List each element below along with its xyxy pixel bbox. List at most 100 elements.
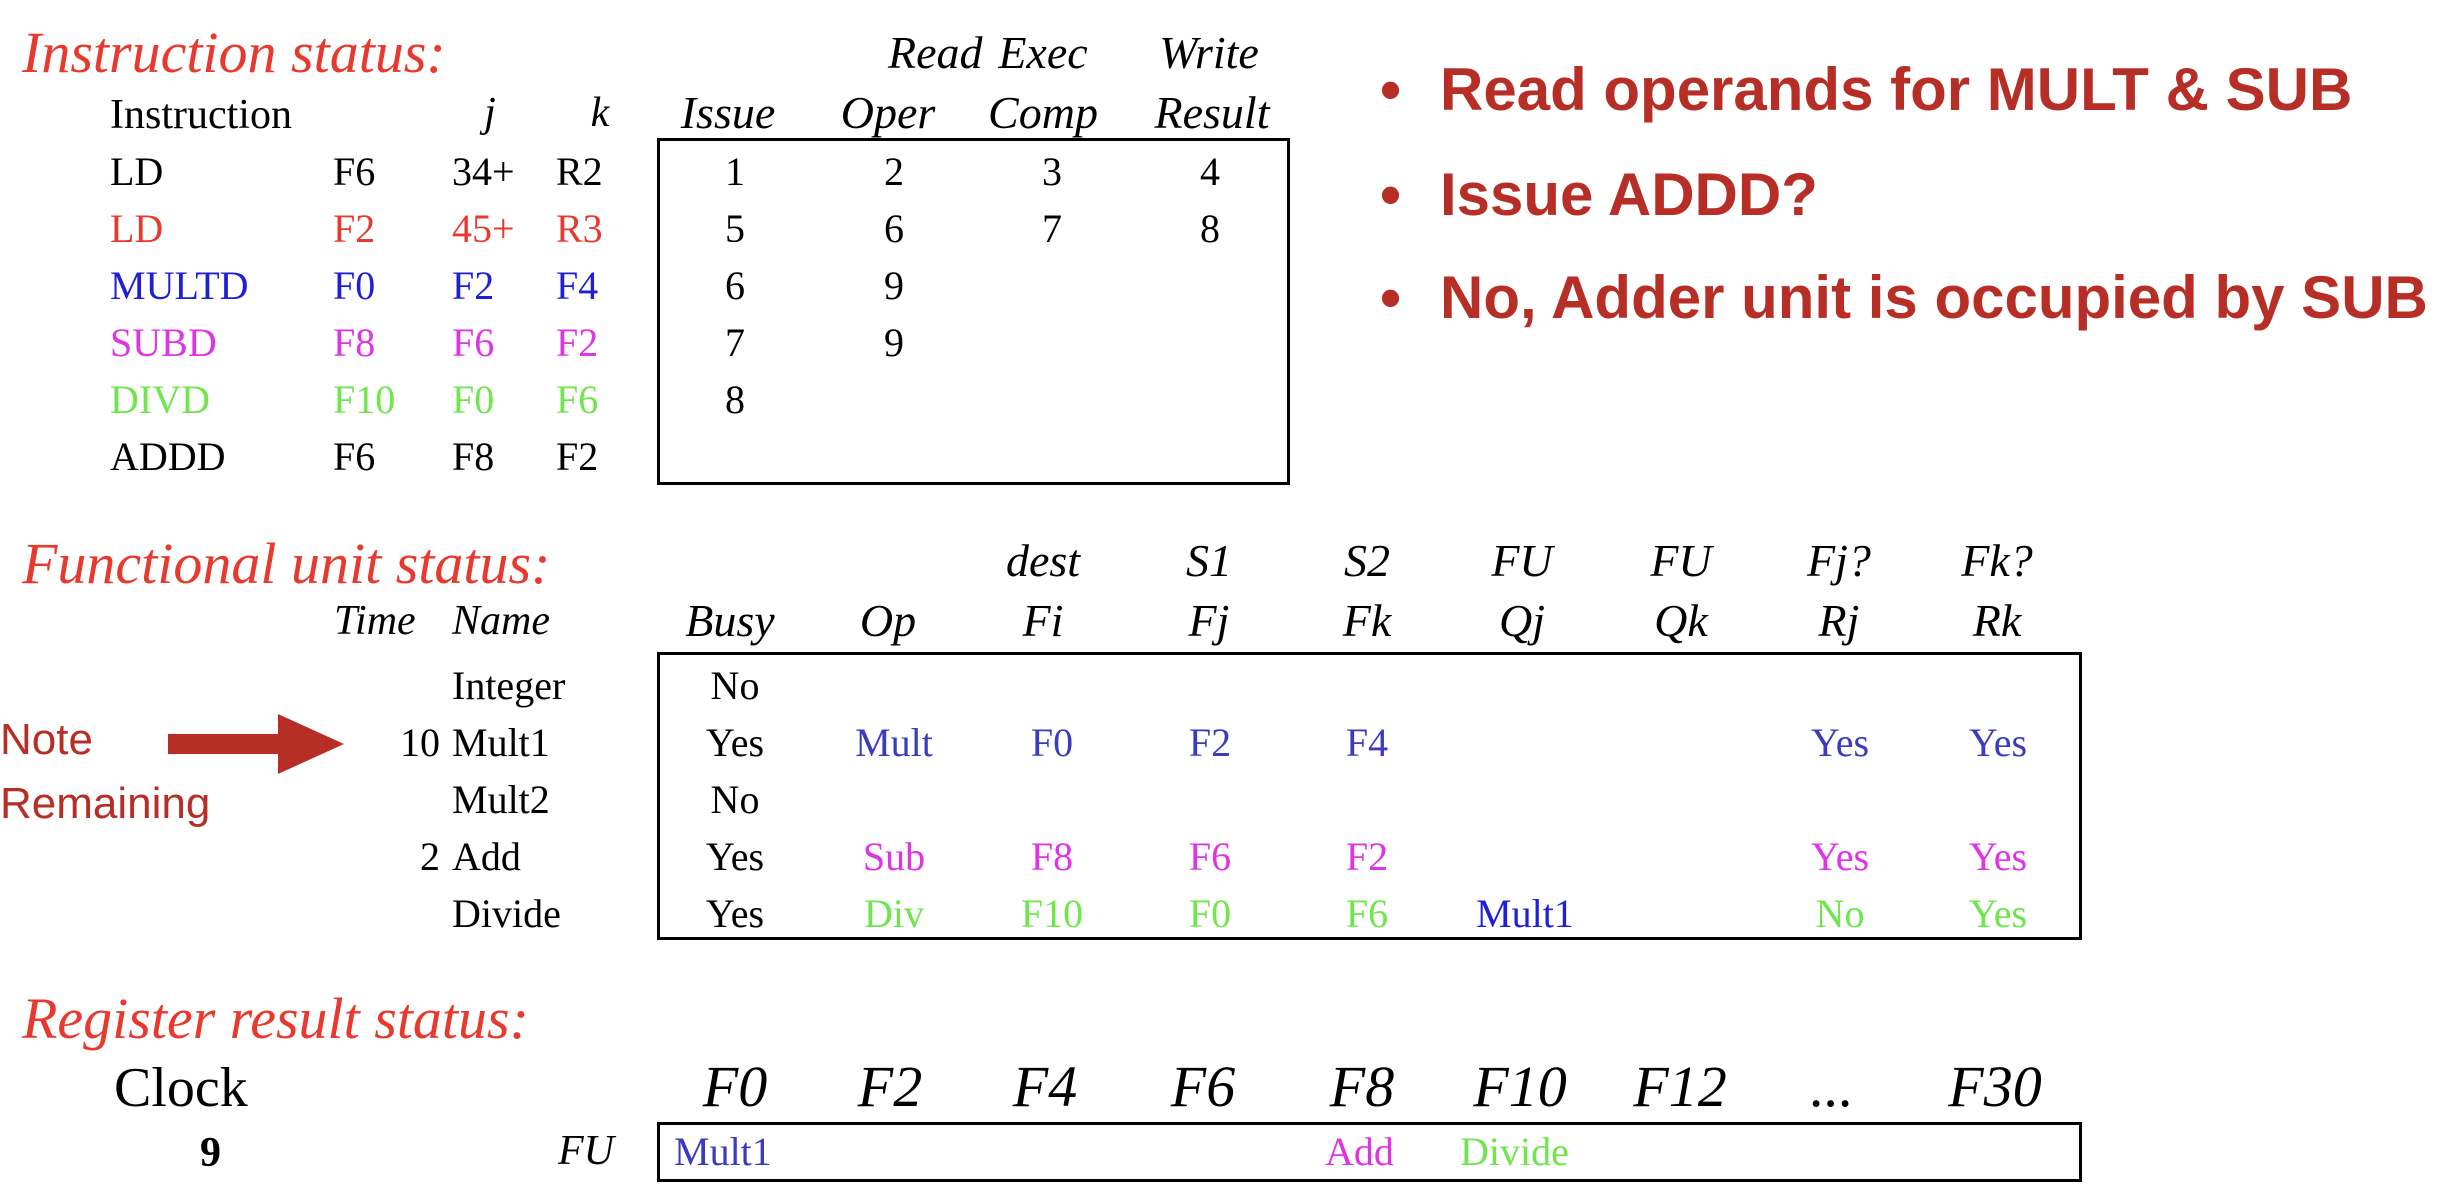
functional-unit-box [657,652,2082,940]
header-read-top: Read [888,27,983,78]
header-exec-bottom: Comp [988,87,1098,138]
instruction-k: F4 [556,263,599,308]
fu-rk: Yes [1968,720,2028,765]
bullet-item: •Issue ADDD? [1380,165,1818,225]
register-header: F4 [1012,1054,1078,1119]
instruction-issue: 6 [725,263,745,308]
fu-header-fj: Fj [1188,595,1230,646]
fu-header-op: Op [859,595,917,646]
instruction-k: F2 [556,320,599,365]
instruction-j: F8 [452,434,495,479]
instruction-k: R2 [556,149,603,194]
instruction-read: 6 [884,206,904,251]
instruction-k: F2 [556,434,599,479]
right-arrow-icon [168,714,344,774]
fu-time: 10 [400,720,440,765]
fu-fi: F0 [1030,720,1074,765]
instruction-read: 9 [884,263,904,308]
fu-op: Mult [855,720,933,765]
header-write-bottom: Result [1154,87,1270,138]
instruction-j: 34+ [452,149,515,194]
register-header: F30 [1948,1054,2042,1119]
fu-fi: F10 [1020,891,1084,936]
fu-header-fk: Fk [1342,595,1392,646]
fu-op: Sub [862,834,926,879]
bullet-text: Read operands for MULT & SUB [1440,56,2353,123]
fu-header-name: Name [452,598,550,644]
register-header: F6 [1170,1054,1236,1119]
instruction-issue: 8 [725,377,745,422]
register-result-box [657,1122,2082,1182]
register-header: F0 [702,1054,768,1119]
instruction-dest: F0 [333,263,376,308]
fu-fj: F2 [1188,720,1232,765]
fu-name: Integer [452,663,566,708]
instruction-issue: 1 [725,149,745,194]
instruction-dest: F6 [333,149,376,194]
instruction-op: DIVD [110,377,210,422]
instruction-k: F6 [556,377,599,422]
fu-header-fi: Fi [1022,595,1064,646]
bullet-text: No, Adder unit is occupied by SUB [1440,264,2428,331]
fu-header-top-fj: S1 [1186,535,1232,586]
instruction-read: 9 [884,320,904,365]
note-remaining-label: Remaining [0,779,211,828]
fu-busy: Yes [705,720,765,765]
fu-header-qj: Qj [1499,595,1545,646]
fu-header-top-rk: Fk? [1961,535,2033,586]
bullet-dot-icon: • [1380,264,1402,331]
fu-busy: Yes [705,891,765,936]
bullet-dot-icon: • [1380,161,1402,228]
fu-fj: F0 [1188,891,1232,936]
fu-busy: Yes [705,834,765,879]
instruction-write: 8 [1200,206,1220,251]
header-k: k [590,90,610,136]
fu-name: Mult1 [452,720,550,765]
bullet-dot-icon: • [1380,56,1402,123]
fu-header-rk: Rk [1972,595,2022,646]
header-exec-top: Exec [998,27,1088,78]
fu-busy: No [710,663,760,708]
fu-fi: F8 [1030,834,1074,879]
header-instruction: Instruction [110,92,292,138]
fu-header-time: Time [334,598,416,644]
fu-rj: Yes [1810,834,1870,879]
register-result-status-title: Register result status: [22,986,529,1051]
instruction-status-box [657,138,1290,485]
header-write-top: Write [1159,27,1259,78]
fu-fk: F2 [1345,834,1389,879]
fu-header-top-qj: FU [1491,535,1553,586]
fu-header-qk: Qk [1654,595,1708,646]
instruction-write: 4 [1200,149,1220,194]
fu-header-top-qk: FU [1650,535,1712,586]
register-value: Divide [1460,1129,1569,1174]
instruction-exec: 3 [1042,149,1062,194]
instruction-dest: F8 [333,320,376,365]
fu-name: Add [452,834,521,879]
instruction-issue: 5 [725,206,745,251]
register-header: ... [1810,1054,1854,1119]
register-header: F12 [1633,1054,1727,1119]
instruction-op: LD [110,206,164,251]
clock-value: 9 [200,1130,221,1176]
fu-fj: F6 [1188,834,1232,879]
instruction-op: ADDD [110,434,226,479]
bullet-item: •Read operands for MULT & SUB [1380,60,2352,120]
fu-op: Div [864,891,924,936]
fu-header-busy: Busy [685,595,775,646]
register-header: F2 [857,1054,923,1119]
fu-name: Mult2 [452,777,550,822]
functional-unit-status-title: Functional unit status: [22,531,551,596]
instruction-op: LD [110,149,164,194]
register-header: F10 [1473,1054,1567,1119]
fu-rk: Yes [1968,891,2028,936]
header-issue: Issue [680,87,776,138]
fu-rj: Yes [1810,720,1870,765]
clock-label: Clock [114,1057,248,1119]
header-j: j [484,90,496,136]
instruction-dest: F10 [333,377,396,422]
fu-fk: F6 [1345,891,1389,936]
instruction-j: F0 [452,377,495,422]
fu-busy: No [710,777,760,822]
note-label: Note [0,715,93,764]
